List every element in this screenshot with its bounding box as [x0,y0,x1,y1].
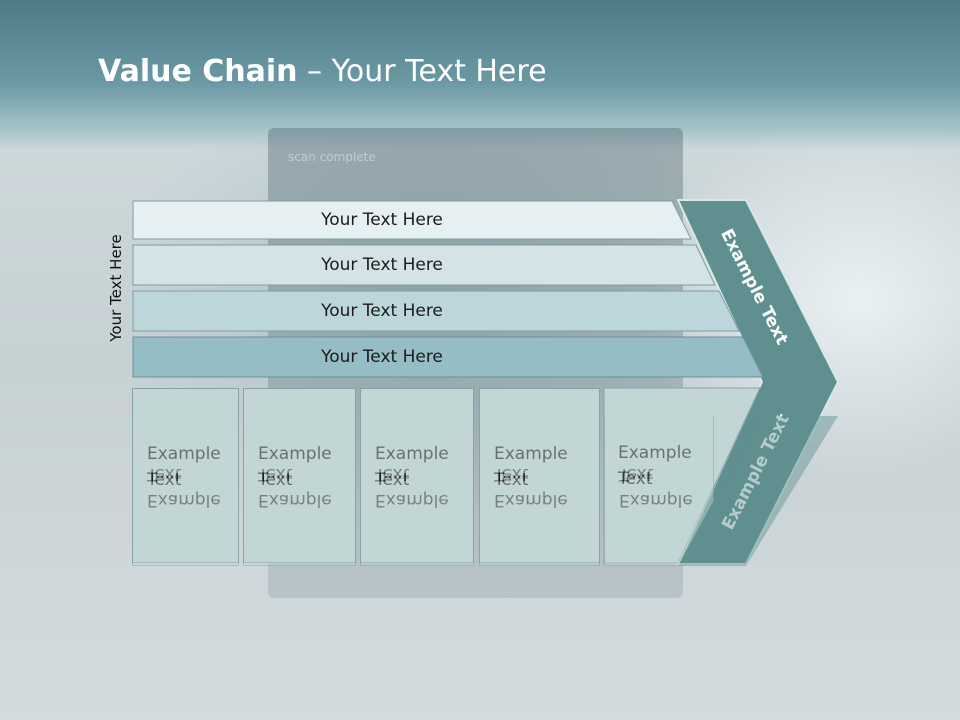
activity-box-3-line2: Text [375,470,410,490]
chevron-shape[interactable] [676,199,840,565]
header-band [0,0,960,150]
activity-box-5-line2: Text [618,469,653,489]
activity-box-4[interactable]: Example Text [479,388,600,563]
bar-3-label: Your Text Here [321,301,443,321]
activity-box-4-line1: Example [494,444,568,464]
bar-3[interactable]: Your Text Here [132,292,692,330]
background-caption: scan complete [288,150,376,164]
title-bold: Value Chain [98,54,298,89]
bar-4-label: Your Text Here [321,347,443,367]
bar-shape-1 [132,200,692,240]
slide-title[interactable]: Value Chain – Your Text Here [98,54,547,89]
bar-1[interactable]: Your Text Here [132,201,692,239]
activity-box-2[interactable]: Example Text [243,388,356,563]
box-shape-5 [603,387,761,564]
activity-box-5[interactable]: Example Text [604,388,714,563]
title-rest: – Your Text Here [297,54,547,89]
activity-box-3[interactable]: Example Text [360,388,474,563]
activity-box-4-line2: Text [494,470,529,490]
activity-box-3-line1: Example [375,444,449,464]
activity-box-2-line1: Example [258,444,332,464]
activity-box-1-line2: Text [147,470,182,490]
activity-box-2-line2: Text [258,470,293,490]
activity-box-1-line1: Example [147,444,221,464]
bar-1-label: Your Text Here [321,210,443,230]
bar-shape-4 [132,336,764,378]
bar-2-label: Your Text Here [321,255,443,275]
bar-shape-3 [132,290,740,332]
bar-2[interactable]: Your Text Here [132,246,692,284]
bar-shape-2 [132,244,716,286]
activity-box-5-line1: Example [618,443,692,463]
bar-4[interactable]: Your Text Here [132,338,692,376]
activity-box-1[interactable]: Example Text [132,388,239,563]
